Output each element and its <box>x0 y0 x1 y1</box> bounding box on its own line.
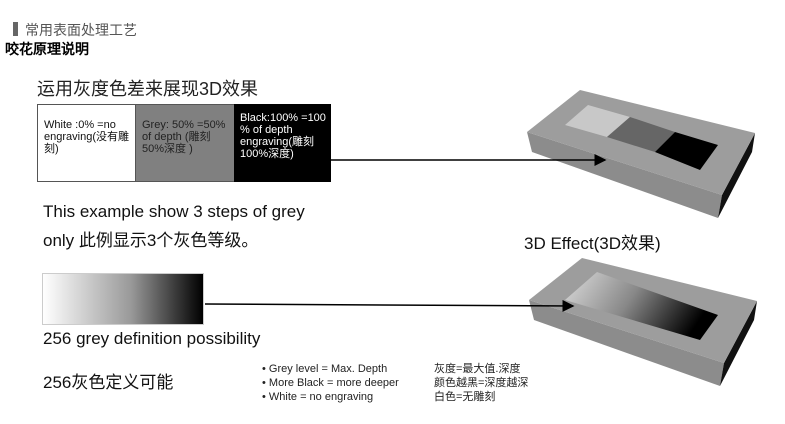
bullet-list: • Grey level = Max. Depth 灰度=最大值.深度 • Mor… <box>262 362 528 404</box>
example-text-line2: only 此例显示3个灰色等级。 <box>43 231 259 250</box>
subtitle: 运用灰度色差来展现3D效果 <box>37 79 259 99</box>
3d-block-steps <box>527 90 755 218</box>
definition-en: 256 grey definition possibility <box>43 329 261 348</box>
section-marker <box>13 22 18 36</box>
section-heading: 常用表面处理工艺 <box>25 22 137 38</box>
page-title: 咬花原理说明 <box>5 41 89 57</box>
3d-block-gradient <box>529 258 757 386</box>
bullet-item: • White = no engraving 白色=无雕刻 <box>262 390 528 404</box>
bullet-cn: 颜色越黑=深度越深 <box>434 377 529 389</box>
bullet-item: • More Black = more deeper 颜色越黑=深度越深 <box>262 376 528 390</box>
bullet-item: • Grey level = Max. Depth 灰度=最大值.深度 <box>262 362 528 376</box>
bullet-en: • Grey level = Max. Depth <box>262 363 388 375</box>
bullet-en: • White = no engraving <box>262 391 374 403</box>
engraved-black <box>655 132 718 170</box>
bullet-cn: 灰度=最大值.深度 <box>434 363 521 375</box>
step-black: Black:100% =100 % of depth engraving(雕刻1… <box>234 104 331 182</box>
step-white: White :0% =no engraving(没有雕刻) <box>37 104 136 182</box>
step-grey: Grey: 50% =50% of depth (雕刻50%深度 ) <box>136 104 234 182</box>
engraved-grey <box>607 117 675 152</box>
arrow-icon <box>204 299 575 312</box>
effect-label: 3D Effect(3D效果) <box>524 234 661 253</box>
engraved-gradient <box>565 272 718 340</box>
bullet-cn: 白色=无雕刻 <box>434 391 496 403</box>
bullet-en: • More Black = more deeper <box>262 377 399 389</box>
example-text-line1: This example show 3 steps of grey <box>43 202 305 221</box>
grey-gradient-swatch <box>42 273 204 325</box>
engraved-white <box>565 105 630 137</box>
definition-cn: 256灰色定义可能 <box>43 373 174 392</box>
